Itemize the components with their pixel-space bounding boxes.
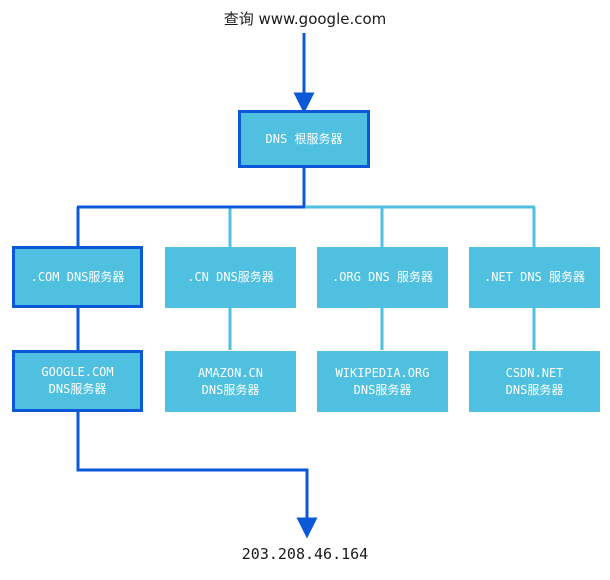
node-label: GOOGLE.COM DNS服务器 (41, 365, 114, 396)
node-label: DNS 根服务器 (265, 131, 343, 146)
node-label: .CN DNS服务器 (187, 270, 274, 284)
node-label: .ORG DNS 服务器 (331, 270, 434, 284)
node-authoritative-wikipedia-org[interactable]: WIKIPEDIA.ORG DNS服务器 (317, 351, 448, 412)
node-label: AMAZON.CN DNS服务器 (197, 365, 264, 397)
edge-bus-right (228, 205, 536, 247)
result-ip-caption: 203.208.46.164 (241, 545, 369, 563)
node-authoritative-google-com[interactable]: GOOGLE.COM DNS服务器 (12, 350, 143, 412)
node-dns-root-server[interactable]: DNS 根服务器 (238, 110, 370, 168)
node-label: .NET DNS 服务器 (483, 270, 586, 284)
node-label: CSDN.NET DNS服务器 (505, 365, 564, 397)
node-label: WIKIPEDIA.ORG DNS服务器 (335, 365, 430, 397)
node-tld-net[interactable]: .NET DNS 服务器 (469, 247, 600, 308)
edge-bus-left-highlight (76, 205, 305, 249)
node-label: .COM DNS服务器 (30, 269, 125, 284)
node-tld-org[interactable]: .ORG DNS 服务器 (317, 247, 448, 308)
query-caption: 查询 www.google.com (223, 10, 387, 28)
node-authoritative-csdn-net[interactable]: CSDN.NET DNS服务器 (469, 351, 600, 412)
node-tld-com[interactable]: .COM DNS服务器 (12, 246, 143, 308)
node-tld-cn[interactable]: .CN DNS服务器 (165, 247, 296, 308)
edge-google-to-result (76, 412, 318, 539)
node-authoritative-amazon-cn[interactable]: AMAZON.CN DNS服务器 (165, 351, 296, 412)
